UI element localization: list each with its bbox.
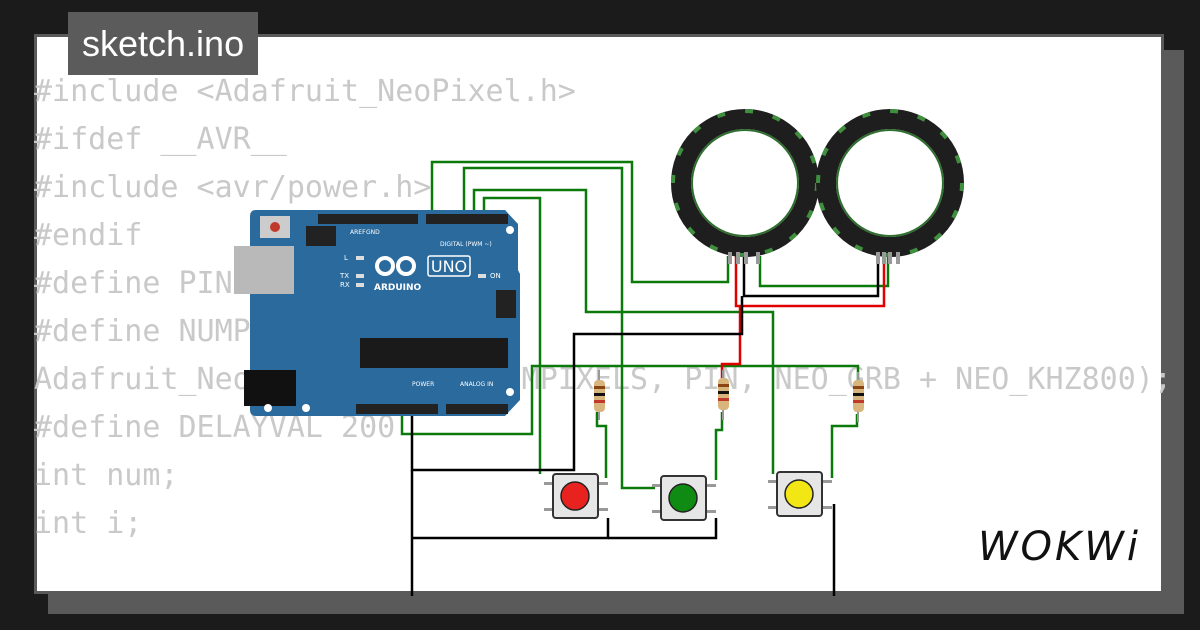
tx-label: TX — [339, 272, 349, 280]
microcontroller-chip — [360, 338, 508, 368]
header-digital-left — [318, 214, 418, 224]
analog-label: ANALOG IN — [460, 381, 493, 388]
code-preview: #include <Adafruit_NeoPixel.h> #ifdef __A… — [34, 68, 1172, 548]
code-line: #include <Adafruit_NeoPixel.h> — [34, 74, 576, 109]
code-line: #include <avr/power.h> — [34, 170, 432, 205]
code-line: #define DELAYVAL 200 — [34, 410, 396, 445]
gnd-label: GND — [366, 229, 380, 236]
file-title: sketch.ino — [68, 12, 259, 75]
wire-green — [595, 412, 608, 478]
on-led-label: ON — [490, 272, 501, 280]
code-line: #endif — [34, 218, 143, 253]
header-analog — [446, 404, 508, 414]
power-jack — [244, 370, 296, 406]
wire-black — [410, 296, 744, 472]
arduino-label: ARDUINO — [374, 283, 422, 293]
wire-black — [412, 518, 610, 540]
pushbutton-green[interactable] — [652, 475, 716, 521]
wokwi-logo: WOKWi — [978, 524, 1141, 570]
wire-green — [758, 256, 890, 288]
uno-label: UNO — [431, 257, 467, 276]
neopixel-ring-right[interactable] — [816, 109, 964, 264]
wire-green — [472, 188, 775, 474]
code-line: #ifdef __AVR__ — [34, 122, 287, 157]
resistor-2[interactable] — [718, 370, 729, 420]
wire-black — [742, 256, 880, 298]
code-line: int num; — [34, 458, 179, 493]
rx-label: RX — [340, 281, 350, 289]
resistor-1[interactable] — [594, 370, 605, 420]
neopixel-ring-left[interactable] — [671, 109, 819, 264]
usb-port — [234, 246, 294, 294]
wire-black — [608, 518, 718, 540]
wire-green — [462, 166, 655, 490]
arduino-uno-board[interactable]: UNO ARDUINO DIGITAL (PWM ~) POWER ANALOG… — [234, 210, 520, 416]
pushbutton-red[interactable] — [544, 473, 608, 519]
wire-green — [830, 414, 859, 478]
power-label: POWER — [412, 381, 434, 388]
header-digital-right — [426, 214, 508, 224]
header-power — [356, 404, 438, 414]
wire-green — [482, 196, 542, 474]
wire-red — [734, 256, 886, 308]
l-led-label: L — [344, 254, 348, 262]
resistor-3[interactable] — [853, 372, 864, 422]
code-line: #define PIN 6 — [34, 266, 269, 301]
wire-green — [400, 364, 860, 436]
aref-label: AREF — [350, 229, 366, 236]
wires — [400, 160, 890, 596]
wire-green — [430, 160, 730, 284]
digital-label: DIGITAL (PWM ~) — [440, 241, 492, 248]
pushbutton-yellow[interactable] — [768, 471, 832, 517]
code-line: int i; — [34, 506, 143, 541]
wire-green — [714, 412, 724, 480]
